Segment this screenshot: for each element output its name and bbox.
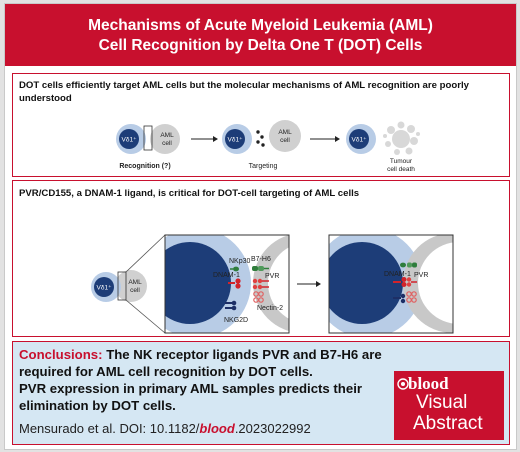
nectin2-ligand <box>253 291 264 303</box>
mechanism-panel: DOT cells efficiently target AML cells b… <box>12 73 510 177</box>
step3-cells: Vδ1⁺ Tumour cell death <box>346 121 420 173</box>
conclusions-line-1-text: The NK receptor ligands PVR and B7-H6 ar… <box>102 347 382 362</box>
aml-cell <box>269 120 301 152</box>
dot-cell-nucleus <box>349 129 369 149</box>
nkp30-receptor <box>230 266 239 272</box>
vd1-label: Vδ1⁺ <box>122 137 138 144</box>
aml-cell <box>115 270 147 302</box>
aml-cell-interior <box>418 242 453 324</box>
aml-label-1: AML <box>160 132 174 139</box>
synapse-box <box>117 271 127 301</box>
arrow-2 <box>310 136 340 142</box>
dot-cell-nucleus <box>94 277 114 297</box>
zoom-line-bottom <box>125 299 166 334</box>
dot-cell-nucleus <box>165 242 231 324</box>
granule <box>256 130 260 134</box>
pvr-ligand <box>252 278 269 290</box>
nectin2-label: Nectin-2 <box>257 305 283 312</box>
granule <box>256 140 260 144</box>
panel1-heading-line-2: understood <box>19 93 72 104</box>
dot-cell-nucleus <box>329 242 403 324</box>
recognition-sequence-diagram: Vδ1⁺ AML cell Recognition (?) Vδ1⁺ AML <box>116 120 420 173</box>
step3-caption-1: Tumour <box>390 158 413 165</box>
conclusions-line-2: required for AML cell recognition by DOT… <box>19 364 313 379</box>
aml-cell <box>150 124 180 154</box>
small-cell-pair: Vδ1⁺ AML cell <box>91 270 147 302</box>
citation-suffix: .2023022992 <box>234 421 311 436</box>
zoom-line-top <box>125 234 166 273</box>
visual-abstract-badge: blood Visual Abstract <box>394 371 504 440</box>
dnam1-label: DNAM-1 <box>213 272 240 279</box>
dnam1-receptor <box>228 278 241 289</box>
zoom-dnam1-label: DNAM-1 <box>384 271 411 278</box>
arrow-3 <box>297 281 321 287</box>
dot-cell-nucleus <box>119 129 139 149</box>
aml-label-2: cell <box>280 137 290 144</box>
aml-label-2: cell <box>162 140 172 147</box>
vd1-label: Vδ1⁺ <box>352 137 368 144</box>
dying-tumour-cell <box>383 121 420 155</box>
granule <box>261 143 265 147</box>
arrow-1 <box>191 136 218 142</box>
step2-caption: Targeting <box>249 163 278 170</box>
step1-cells: Vδ1⁺ AML cell Recognition (?) <box>116 124 180 170</box>
panel1-heading-line-1: DOT cells efficiently target AML cells b… <box>19 80 469 91</box>
vd1-label: Vδ1⁺ <box>97 285 113 292</box>
citation-journal: blood <box>199 421 235 436</box>
badge-line-2: Abstract <box>413 413 483 434</box>
title-banner: Mechanisms of Acute Myeloid Leukemia (AM… <box>5 4 516 66</box>
dnam1-pvr-pair <box>393 277 417 287</box>
aml-label-1: AML <box>128 279 142 286</box>
b7h6-ligand <box>252 266 269 271</box>
conclusions-line-4: elimination by DOT cells. <box>19 398 176 413</box>
nkg2d-nectin2-pair <box>393 291 417 304</box>
title-line-1: Mechanisms of Acute Myeloid Leukemia (AM… <box>88 17 433 34</box>
zoom-pvr-label: PVR <box>414 272 428 279</box>
citation-prefix: Mensurado et al. DOI: 10.1182/ <box>19 421 200 436</box>
blood-drop-icon <box>397 378 409 390</box>
panel2-heading: PVR/CD155, a DNAM-1 ligand, is critical … <box>19 188 360 199</box>
zoom-box-before: NKp30 DNAM-1 NKG2D B7-H6 PVR Nectin-2 <box>164 234 290 334</box>
aml-cell-interior <box>268 247 289 319</box>
nkg2d-receptor <box>225 300 237 311</box>
step1-caption: Recognition (?) <box>119 163 170 170</box>
nkg2d-label: NKG2D <box>224 317 248 324</box>
title-line-2: Cell Recognition by Delta One T (DOT) Ce… <box>98 37 423 54</box>
synapse-box <box>143 125 153 151</box>
zoom-box-after: DNAM-1 PVR <box>328 234 454 334</box>
nkp30-label: NKp30 <box>229 258 251 265</box>
step3-caption-2: cell death <box>387 166 415 173</box>
step2-cells: Vδ1⁺ AML cell Targeting <box>222 120 301 170</box>
badge-brand: blood <box>408 374 449 393</box>
receptor-ligand-diagram: Vδ1⁺ AML cell <box>91 234 454 334</box>
dot-cell-nucleus <box>225 129 245 149</box>
conclusions-line-1: Conclusions: The NK receptor ligands PVR… <box>19 347 382 362</box>
aml-label-2: cell <box>130 287 140 294</box>
granule <box>260 135 264 139</box>
conclusions-line-3: PVR expression in primary AML samples pr… <box>19 381 362 396</box>
b7h6-label: B7-H6 <box>251 256 271 263</box>
nkp30-b7h6-pair <box>400 262 417 268</box>
aml-label-1: AML <box>278 129 292 136</box>
badge-line-1: Visual <box>416 392 468 413</box>
pvr-panel: PVR/CD155, a DNAM-1 ligand, is critical … <box>12 180 510 337</box>
conclusions-keyword: Conclusions: <box>19 347 103 362</box>
visual-abstract: Mechanisms of Acute Myeloid Leukemia (AM… <box>4 3 517 450</box>
citation: Mensurado et al. DOI: 10.1182/blood.2023… <box>19 421 311 436</box>
pvr-label: PVR <box>265 273 279 280</box>
vd1-label: Vδ1⁺ <box>228 137 244 144</box>
